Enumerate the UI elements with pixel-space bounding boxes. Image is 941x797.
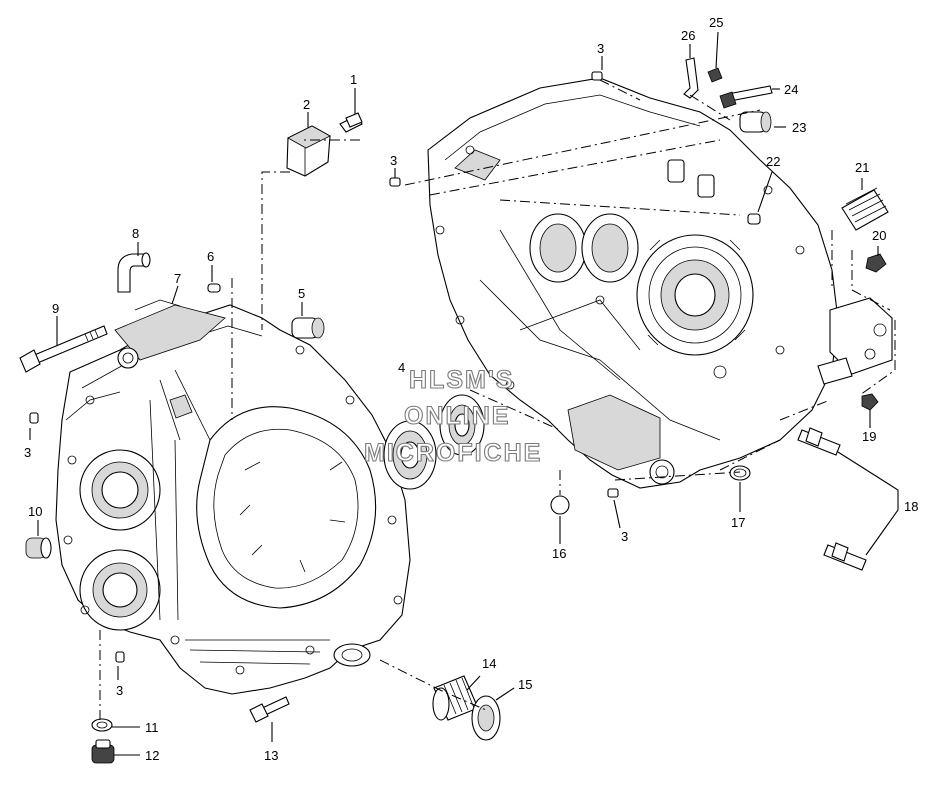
part-15-oil-seal (471, 695, 501, 741)
callout-22: 22 (766, 154, 780, 169)
callout-11: 11 (145, 720, 159, 735)
callout-20: 20 (872, 228, 886, 243)
callout-3: 3 (621, 529, 628, 544)
callout-16: 16 (552, 546, 566, 561)
right-crankcase-half (427, 77, 839, 489)
part-4-bearing-and-seal (383, 394, 485, 490)
callout-12: 12 (145, 748, 159, 763)
part-9-long-bolt (19, 325, 108, 373)
callout-7: 7 (174, 271, 181, 286)
callout-1: 1 (350, 72, 357, 87)
part-18-fittings (797, 427, 867, 571)
part-22-pin (747, 213, 761, 225)
part-10-bushing (25, 537, 52, 559)
part-19-nut (861, 393, 879, 411)
callout-10: 10 (28, 504, 42, 519)
watermark-line-1: HLSM'S (409, 366, 514, 394)
part-2-bracket (286, 125, 331, 177)
callout-3: 3 (390, 153, 397, 168)
dowel-pins (29, 71, 619, 663)
callout-18: 18 (904, 499, 918, 514)
callout-9: 9 (52, 301, 59, 316)
part-5-sleeve (291, 317, 325, 339)
part-14-needle-bearing (432, 675, 479, 721)
callout-14: 14 (482, 656, 496, 671)
callout-3: 3 (116, 683, 123, 698)
callout-15: 15 (518, 677, 532, 692)
callout-23: 23 (792, 120, 806, 135)
callout-3: 3 (597, 41, 604, 56)
part-17-circlip (729, 465, 751, 481)
part-1-bolt (339, 112, 363, 133)
callout-4: 4 (398, 360, 405, 375)
part-26-bracket (683, 57, 699, 99)
part-24-bolt (719, 85, 773, 109)
callout-26: 26 (681, 28, 695, 43)
part-13-bolt (249, 696, 290, 723)
watermark-line-3: MICROFICHE (364, 439, 542, 467)
callout-24: 24 (784, 82, 798, 97)
part-21-spring (841, 187, 889, 231)
part-11-washer (91, 718, 113, 732)
callout-17: 17 (731, 515, 745, 530)
callout-3: 3 (24, 445, 31, 460)
part-23-sleeve (739, 111, 772, 133)
callout-5: 5 (298, 286, 305, 301)
part-12-drain-plug (91, 739, 115, 764)
watermark: HLSM'S ONLINE MICROFICHE (363, 365, 542, 467)
callout-8: 8 (132, 226, 139, 241)
part-25-screw (707, 67, 723, 83)
callout-21: 21 (855, 160, 869, 175)
callout-6: 6 (207, 249, 214, 264)
left-crankcase-half (55, 299, 411, 695)
part-8-elbow-fitting (117, 252, 151, 293)
part-16-plug (550, 495, 570, 515)
watermark-line-2: ONLINE (404, 402, 510, 430)
part-20-nut (865, 253, 887, 273)
callout-13: 13 (264, 748, 278, 763)
callout-2: 2 (303, 97, 310, 112)
leader-lines (29, 31, 899, 756)
callout-25: 25 (709, 15, 723, 30)
callout-labels: 1 2 3 3 3 3 3 4 5 6 7 8 9 10 11 12 13 14… (24, 15, 918, 763)
assembly-lines (99, 79, 896, 720)
oil-pump-housing (817, 297, 893, 385)
callout-19: 19 (862, 429, 876, 444)
